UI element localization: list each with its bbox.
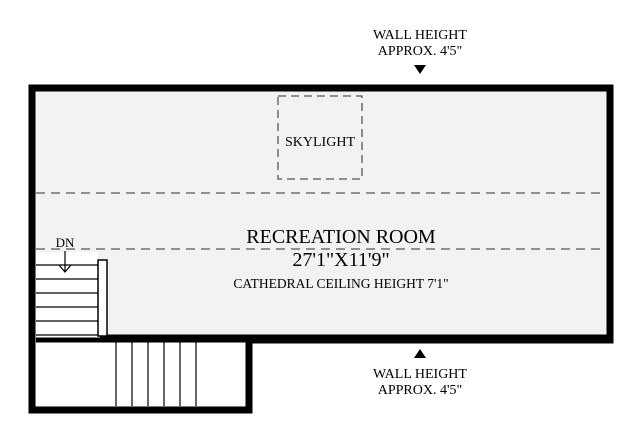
- room-dimensions: 27'1"X11'9": [292, 249, 389, 271]
- stair-direction-label: DN: [56, 235, 75, 250]
- skylight-outline: [277, 95, 363, 180]
- stair-rail: [97, 259, 108, 337]
- lower-stair-treads: [115, 342, 197, 406]
- upper-stair-treads: [36, 264, 98, 336]
- bottom-wall-height-line2: APPROX. 4'5": [378, 383, 462, 398]
- lower-stair-area: [98, 338, 245, 406]
- arrow-up-icon: [414, 349, 426, 358]
- top-wall-height-line2: APPROX. 4'5": [378, 44, 462, 59]
- stair-opening: [36, 252, 98, 406]
- room-name: RECREATION ROOM: [246, 226, 436, 248]
- bottom-wall-height-line1: WALL HEIGHT: [373, 367, 467, 382]
- arrow-down-icon: [414, 65, 426, 74]
- ceiling-height-note: CATHEDRAL CEILING HEIGHT 7'1": [233, 276, 448, 291]
- skylight-label: SKYLIGHT: [285, 135, 355, 150]
- stair-down-arrow-icon: [58, 251, 72, 273]
- top-wall-height-line1: WALL HEIGHT: [373, 28, 467, 43]
